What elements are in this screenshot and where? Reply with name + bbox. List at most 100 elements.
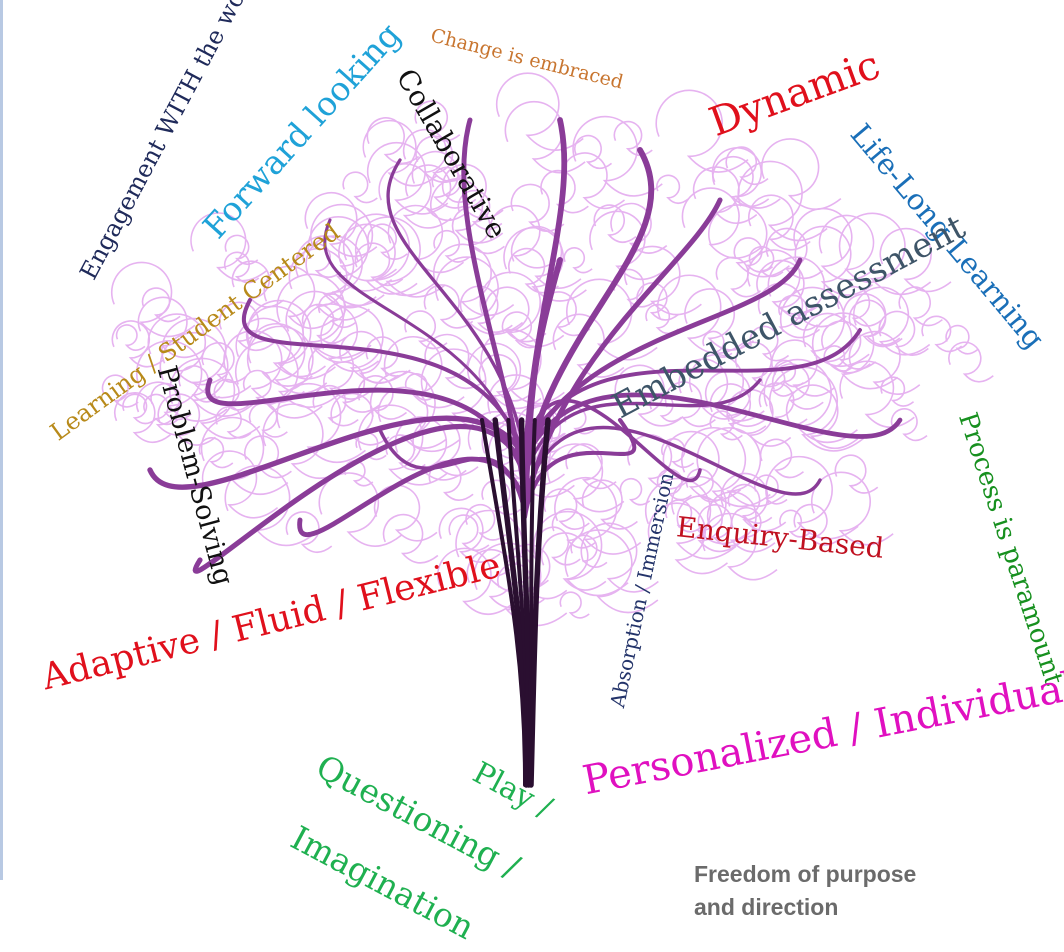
foliage-curl [200, 416, 289, 495]
foliage-curl [437, 547, 513, 615]
foliage-curl [223, 251, 260, 284]
foliage-curl [636, 282, 680, 321]
caption: Freedom of purpose and direction [694, 858, 1014, 924]
tree-branch [523, 399, 702, 483]
foliage-curl [878, 310, 929, 356]
foliage-curl [756, 259, 823, 320]
foliage-curl [457, 189, 503, 231]
tree-branch [522, 147, 655, 480]
foliage-curl [383, 335, 465, 409]
foliage-curl [244, 435, 292, 479]
foliage-curl [619, 477, 651, 506]
foliage-curl [898, 286, 943, 327]
foliage-curl [767, 256, 847, 328]
foliage-curl [115, 324, 146, 351]
foliage-curl [880, 376, 915, 407]
foliage-curl [231, 260, 285, 308]
foliage-curl [342, 213, 436, 297]
foliage-curl [110, 261, 196, 338]
foliage-curl [412, 417, 479, 477]
foliage-curl [761, 138, 842, 211]
foliage-curl [823, 345, 853, 372]
foliage-curl [540, 532, 607, 591]
foliage-curl [414, 100, 461, 142]
foliage-curl [818, 214, 896, 284]
foliage-curl [570, 534, 608, 568]
tree-branch [461, 117, 528, 505]
foliage-curl [655, 89, 749, 173]
foliage-curl [771, 339, 836, 397]
foliage-curl [711, 147, 781, 209]
foliage-curl [707, 204, 790, 278]
foliage-curl [948, 341, 994, 383]
foliage-curl [218, 301, 275, 352]
foliage-curl [157, 393, 216, 446]
foliage-curl [501, 311, 543, 349]
foliage-curl [565, 443, 617, 490]
foliage-curl [330, 392, 390, 446]
foliage-curl [540, 169, 589, 214]
foliage-curl [302, 303, 380, 372]
foliage-curl [495, 72, 584, 151]
foliage-curl [720, 472, 787, 532]
foliage-curl [921, 315, 963, 353]
foliage-curl [573, 134, 613, 170]
foliage-curl [367, 223, 408, 261]
foliage-curl [709, 410, 743, 441]
foliage-curl [645, 303, 679, 335]
tree-branch [386, 158, 527, 459]
foliage-curl [305, 235, 385, 307]
foliage-curl [593, 204, 637, 244]
foliage-curl [213, 378, 250, 411]
foliage-curl [504, 100, 586, 174]
foliage-curl [357, 375, 408, 420]
foliage-curl [215, 406, 252, 439]
foliage-curl [246, 325, 339, 408]
foliage-curl [387, 204, 465, 274]
foliage-curl [773, 359, 805, 388]
foliage-curl [248, 402, 288, 438]
foliage-curl [733, 237, 774, 273]
foliage-curl [811, 312, 899, 390]
foliage-curl [235, 317, 313, 387]
foliage-curl [671, 475, 748, 545]
foliage-curl [430, 178, 504, 244]
foliage-curl [411, 150, 477, 209]
foliage-curl [802, 312, 871, 374]
foliage-curl [763, 358, 858, 444]
trunk-strand [528, 417, 551, 788]
foliage-curl [581, 479, 638, 530]
foliage-curl [354, 216, 446, 298]
foliage-curl [385, 434, 426, 471]
foliage-curl [402, 128, 464, 183]
foliage-curl [765, 455, 859, 540]
foliage-curl [404, 310, 448, 350]
foliage-curl [366, 141, 449, 215]
foliage-curl [263, 265, 335, 330]
foliage-curl [147, 313, 229, 386]
tree-branch [523, 328, 862, 453]
foliage-curl [613, 120, 653, 157]
foliage-curl [223, 330, 305, 404]
foliage-curl [433, 230, 470, 263]
foliage-curl [480, 328, 565, 405]
foliage-curl [262, 403, 347, 479]
foliage-curl [572, 115, 663, 197]
foliage-curls [101, 72, 994, 627]
foliage-curl [438, 507, 501, 563]
foliage-curl [137, 296, 207, 359]
foliage-curl [853, 286, 931, 356]
foliage-curl [190, 212, 268, 282]
foliage-curl [377, 386, 448, 449]
foliage-curl [696, 427, 786, 507]
foliage-curl [467, 342, 542, 410]
caption-line-1: Freedom of purpose [694, 861, 917, 887]
foliage-curl [394, 416, 467, 481]
foliage-curl [681, 187, 762, 259]
left-border-line [0, 0, 3, 880]
foliage-curl [836, 285, 883, 327]
foliage-curl [465, 503, 507, 541]
foliage-curl [342, 171, 378, 204]
foliage-curl [510, 183, 565, 232]
